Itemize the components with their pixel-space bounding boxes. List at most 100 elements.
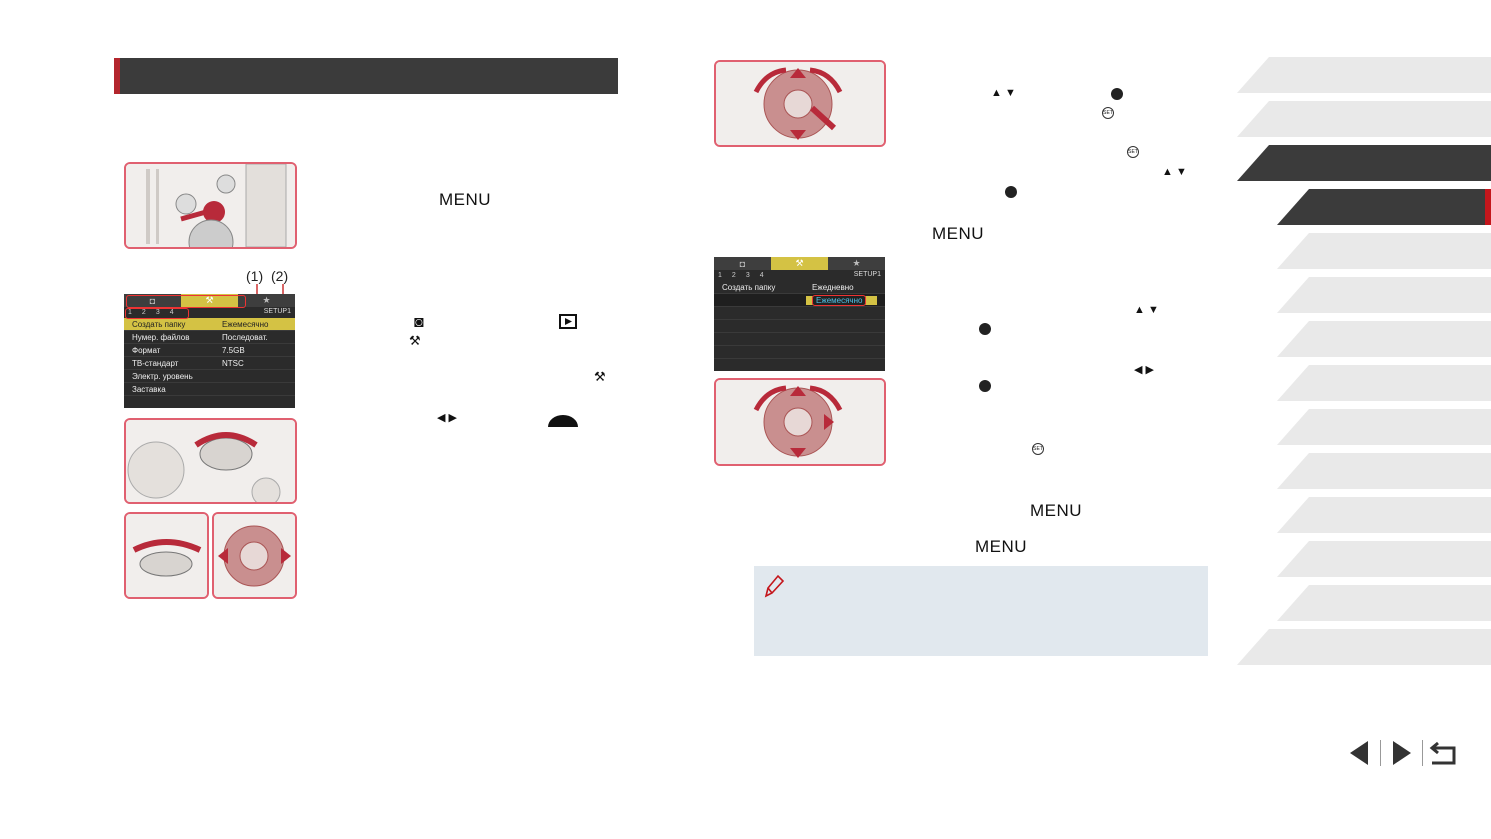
control-wheel-illustration-top <box>714 60 886 147</box>
page-1: 1 <box>128 309 132 316</box>
row-label: Создать папку <box>132 319 186 329</box>
up-down-arrows-icon: ▲ ▼ <box>1134 304 1159 316</box>
empty-row <box>714 346 885 359</box>
page-2: 2 <box>141 309 146 316</box>
note-box <box>754 566 1208 656</box>
left-right-arrows-icon: ◀ ▶ <box>1134 364 1154 376</box>
pencil-note-icon <box>764 574 784 598</box>
nav-subtab-7[interactable] <box>1277 453 1491 489</box>
row-label: Формат <box>132 345 161 355</box>
section-header-bar <box>114 58 618 94</box>
left-right-arrows-icon: ◀ ▶ <box>437 412 457 424</box>
row-label: Электр. уровень <box>132 371 193 381</box>
camera-tab-icon: ◘ <box>739 258 746 269</box>
wrench-tab-icon: ⚒ <box>771 257 828 270</box>
menu-tab-bar: ◘ ⚒ ★ <box>124 294 295 307</box>
empty-row <box>714 333 885 346</box>
option-daily: Ежедневно <box>812 282 854 292</box>
nav-separator <box>1380 740 1381 766</box>
header-accent <box>114 58 120 94</box>
playback-icon <box>559 314 577 332</box>
empty-row <box>714 307 885 320</box>
row-label: Создать папку <box>722 282 776 292</box>
row-value: NTSC <box>222 358 244 368</box>
callout-2: (2) <box>271 268 289 284</box>
nav-subtab-1-active[interactable] <box>1277 189 1485 225</box>
row-value: 7.5GB <box>222 345 245 355</box>
page-numbers: 1 2 3 4 SETUP1 <box>124 307 295 318</box>
wrench-tab-icon: ⚒ <box>181 294 238 307</box>
nav-subtab-6[interactable] <box>1277 409 1491 445</box>
nav-subtab-2[interactable] <box>1277 233 1491 269</box>
nav-subtab-8[interactable] <box>1277 497 1491 533</box>
menu-row: ТВ-стандарт NTSC <box>124 357 295 370</box>
nav-subtab-4[interactable] <box>1277 321 1491 357</box>
control-dial-icon <box>1111 88 1123 100</box>
option-monthly: Ежемесячно <box>812 294 867 306</box>
camera-tab-icon: ◘ <box>149 295 156 306</box>
tab-highlight-frame <box>126 295 246 308</box>
control-dial-icon <box>979 380 991 392</box>
page-1: 1 <box>718 272 722 279</box>
menu-button-illustration <box>124 162 297 249</box>
return-icon[interactable] <box>1428 738 1458 768</box>
previous-page-icon[interactable] <box>1344 738 1374 768</box>
control-dial-icon <box>979 323 991 335</box>
option-row: Ежемесячно <box>714 294 885 307</box>
front-dial-illustration <box>124 418 297 504</box>
nav-tab-3-active[interactable] <box>1237 145 1491 181</box>
star-tab-icon: ★ <box>262 295 271 305</box>
row-label: Заставка <box>132 384 166 394</box>
menu-key-label: MENU <box>1030 501 1083 520</box>
page-4: 4 <box>759 272 764 279</box>
nav-separator <box>1422 740 1423 766</box>
page-2: 2 <box>731 272 736 279</box>
nav-tab-2[interactable] <box>1237 101 1491 137</box>
star-tab-icon: ★ <box>852 258 861 268</box>
nav-subtab-3[interactable] <box>1277 277 1491 313</box>
row-value: Последоват. <box>222 332 268 342</box>
set-button-icon: SET <box>1102 107 1114 119</box>
set-button-icon: SET <box>1127 146 1139 158</box>
menu-row: Заставка <box>124 383 295 396</box>
nav-tab-1[interactable] <box>1237 57 1491 93</box>
wrench-icon: ⚒ <box>594 369 606 384</box>
nav-subtab-10[interactable] <box>1277 585 1491 621</box>
menu-key-label: MENU <box>975 537 1028 556</box>
control-wheel-illustration-bottom <box>714 378 886 466</box>
row-label: Нумер. файлов <box>132 332 190 342</box>
menu-row: Нумер. файлов Последоват. <box>124 331 295 344</box>
menu-key-label: MENU <box>932 224 985 243</box>
empty-row <box>714 320 885 333</box>
menu-row: Формат 7.5GB <box>124 344 295 357</box>
callout-1: (1) <box>246 268 264 284</box>
nav-tab-4[interactable] <box>1237 629 1491 665</box>
next-page-icon[interactable] <box>1387 738 1417 768</box>
control-dial-illustration <box>124 512 209 599</box>
set-button-icon: SET <box>1032 443 1044 455</box>
setup-label: SETUP1 <box>263 308 291 315</box>
menu-row: Создать папку Ежедневно <box>714 281 885 294</box>
control-dial-icon <box>1005 186 1017 198</box>
option-selected-wrap: Ежемесячно <box>806 294 877 306</box>
page-4: 4 <box>169 309 174 316</box>
up-down-arrows-icon: ▲ ▼ <box>991 87 1016 99</box>
nav-subtab-9[interactable] <box>1277 541 1491 577</box>
page-numbers: 1 2 3 4 SETUP1 <box>714 270 885 281</box>
menu-tab-bar: ◘ ⚒ ★ <box>714 257 885 270</box>
setup-label: SETUP1 <box>853 271 881 278</box>
wrench-icon: ⚒ <box>409 333 421 348</box>
camera-tab-icon: ◙ <box>414 314 424 331</box>
menu-row: Электр. уровень <box>124 370 295 383</box>
nav-subtab-5[interactable] <box>1277 365 1491 401</box>
up-down-arrows-icon: ▲ ▼ <box>1162 166 1187 178</box>
page-3: 3 <box>745 272 750 279</box>
page-3: 3 <box>155 309 160 316</box>
set-wheel-illustration-left <box>212 512 297 599</box>
current-section-marker <box>1485 189 1491 225</box>
menu-key-label: MENU <box>439 190 492 209</box>
folder-options-screen: ◘ ⚒ ★ 1 2 3 4 SETUP1 Создать папку Ежедне… <box>714 257 885 371</box>
row-label: ТВ-стандарт <box>132 358 179 368</box>
